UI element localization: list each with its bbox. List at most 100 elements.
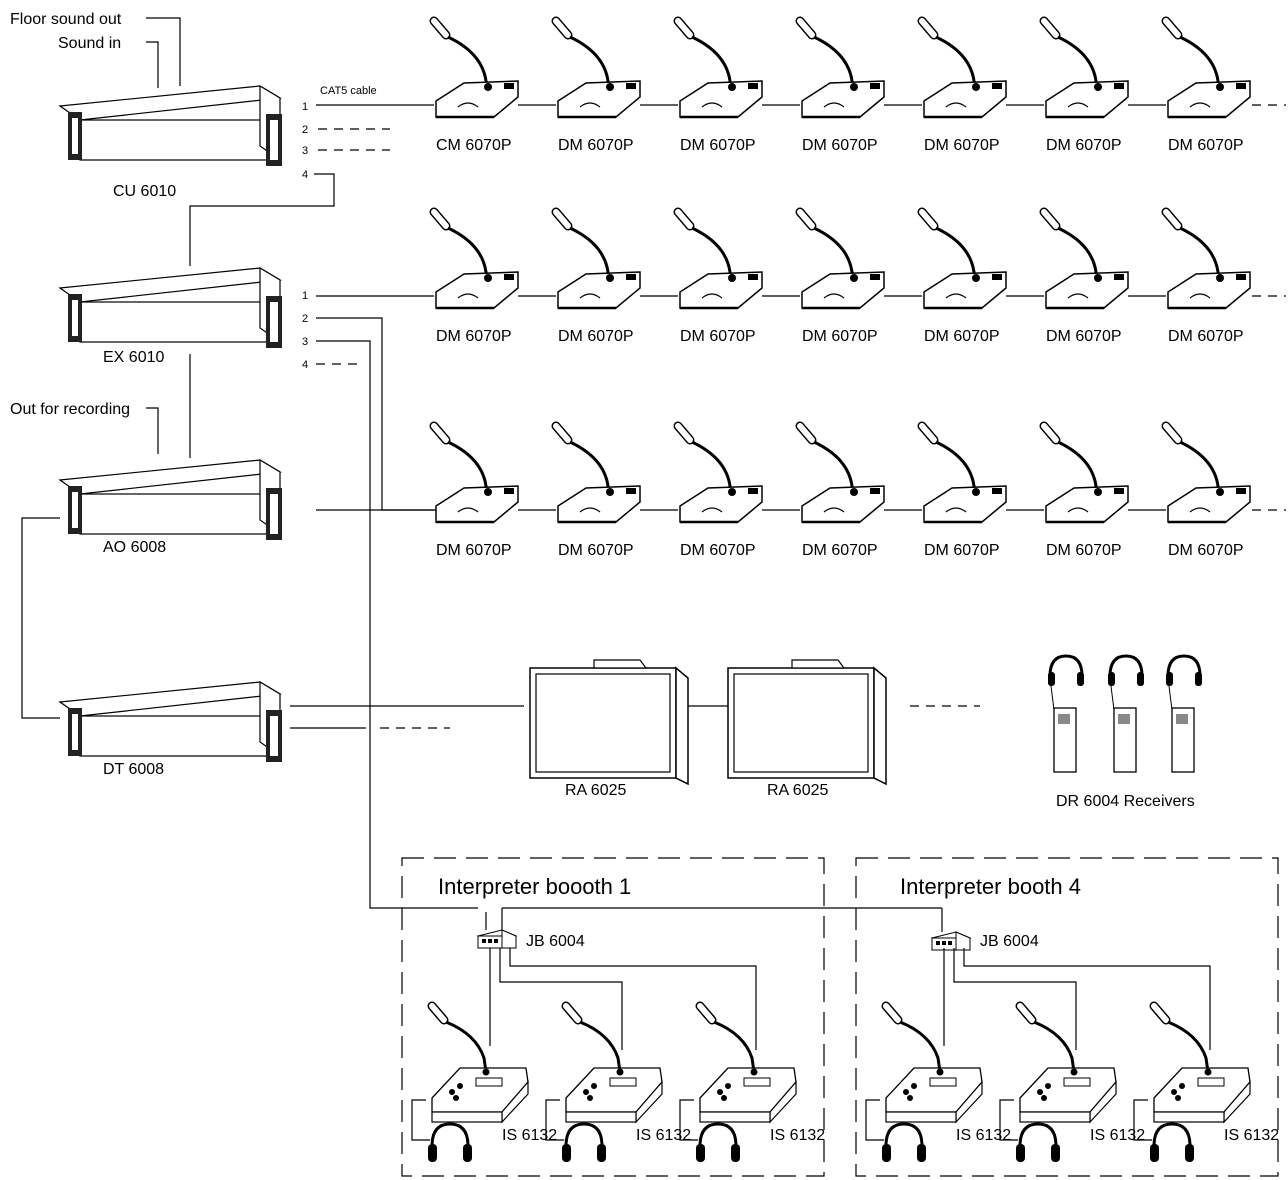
delegate-microphone-icon — [1166, 426, 1250, 522]
console-label: IS 6132 — [1224, 1127, 1279, 1144]
headphone-lead — [545, 1099, 564, 1141]
microphone-label: DM 6070P — [558, 137, 634, 154]
headphone-lead — [1133, 1099, 1152, 1141]
headphone-icon — [1148, 1122, 1196, 1164]
console-label: IS 6132 — [1090, 1127, 1145, 1144]
rack-unit-icon — [59, 459, 283, 541]
headphone-icon — [1014, 1122, 1062, 1164]
booth-title: Interpreter boooth 1 — [438, 874, 631, 899]
microphone-label: DM 6070P — [802, 137, 878, 154]
headphone-icon — [426, 1122, 474, 1164]
ir-radiator-icon — [727, 659, 887, 785]
microphone-label: DM 6070P — [436, 328, 512, 345]
floor-sound-out-label: Floor sound out — [10, 11, 122, 28]
microphone-label: DM 6070P — [1046, 542, 1122, 559]
console-feed-line — [499, 948, 623, 1050]
microphone-label: DM 6070P — [680, 328, 756, 345]
headphone-lead — [679, 1099, 698, 1141]
port-label: 2 — [302, 124, 308, 136]
delegate-microphone-icon — [1044, 426, 1128, 522]
ao-to-dt-link — [21, 517, 60, 719]
jb-label: JB 6004 — [980, 933, 1039, 950]
junction-box-icon — [931, 931, 971, 951]
radiator-label: RA 6025 — [565, 782, 626, 799]
microphone-label: DM 6070P — [1168, 137, 1244, 154]
delegate-microphone-icon — [922, 21, 1006, 117]
headphone-receiver-icon — [1106, 654, 1146, 774]
console-label: IS 6132 — [956, 1127, 1011, 1144]
rack-unit-icon — [59, 267, 283, 349]
interpreter-console-icon — [432, 1006, 528, 1122]
headphone-receiver-icon — [1164, 654, 1204, 774]
delegate-microphone-icon — [800, 21, 884, 117]
microphone-label: DM 6070P — [1168, 542, 1244, 559]
console-label: IS 6132 — [770, 1127, 825, 1144]
delegate-microphone-icon — [1166, 212, 1250, 308]
delegate-microphone-icon — [922, 212, 1006, 308]
out-for-recording-label: Out for recording — [10, 401, 130, 418]
headphone-lead — [411, 1099, 430, 1141]
port-label: 1 — [302, 101, 308, 113]
cu-unit-label: CU 6010 — [113, 183, 176, 200]
booth-title: Interpreter booth 4 — [900, 874, 1081, 899]
junction-box-icon — [477, 929, 517, 949]
ex-port3-to-booths — [316, 340, 478, 909]
port-label: 3 — [302, 336, 308, 348]
delegate-microphone-icon — [1044, 212, 1128, 308]
delegate-microphone-icon — [434, 426, 518, 522]
interpreter-booth-1 — [401, 857, 825, 1177]
interpreter-console-icon — [700, 1006, 796, 1122]
microphone-label: DM 6070P — [1168, 328, 1244, 345]
microphone-label: DM 6070P — [436, 542, 512, 559]
microphone-label: DM 6070P — [802, 328, 878, 345]
console-feed-line — [953, 948, 1077, 1050]
headphone-receiver-icon — [1046, 654, 1086, 774]
headphone-lead — [865, 1099, 884, 1141]
interpreter-console-icon — [886, 1006, 982, 1122]
port-label: 4 — [302, 169, 308, 181]
interpreter-console-icon — [1154, 1006, 1250, 1122]
radiator-label: RA 6025 — [767, 782, 828, 799]
headphone-icon — [880, 1122, 928, 1164]
delegate-microphone-icon — [434, 212, 518, 308]
port-label: 1 — [302, 290, 308, 302]
port-label: 4 — [302, 359, 308, 371]
port-label: 2 — [302, 313, 308, 325]
floor-sound-out-lead — [146, 17, 181, 86]
interpreter-console-icon — [566, 1006, 662, 1122]
ir-radiator-icon — [529, 659, 689, 785]
console-label: IS 6132 — [502, 1127, 557, 1144]
microphone-label: DM 6070P — [558, 328, 634, 345]
delegate-microphone-icon — [922, 426, 1006, 522]
port-label: 3 — [302, 145, 308, 157]
delegate-microphone-icon — [1166, 21, 1250, 117]
delegate-microphone-icon — [678, 212, 762, 308]
dt-unit-label: DT 6008 — [103, 761, 164, 778]
delegate-microphone-icon — [800, 426, 884, 522]
sound-in-lead — [146, 41, 159, 88]
microphone-label: DM 6070P — [1046, 328, 1122, 345]
delegate-microphone-icon — [556, 426, 640, 522]
console-feed-line — [963, 948, 1211, 1050]
microphone-label: DM 6070P — [1046, 137, 1122, 154]
headphone-icon — [560, 1122, 608, 1164]
ex-unit-label: EX 6010 — [103, 349, 164, 366]
microphone-label: DM 6070P — [680, 542, 756, 559]
microphone-label: DM 6070P — [558, 542, 634, 559]
jb-label: JB 6004 — [526, 933, 585, 950]
delegate-microphone-icon — [556, 21, 640, 117]
sound-in-label: Sound in — [58, 35, 121, 52]
ex-port2-to-row3 — [316, 317, 436, 511]
interpreter-console-icon — [1020, 1006, 1116, 1122]
microphone-label: DM 6070P — [924, 137, 1000, 154]
delegate-microphone-icon — [800, 212, 884, 308]
cu-to-ex-link — [189, 173, 335, 266]
delegate-microphone-icon — [678, 426, 762, 522]
delegate-microphone-icon — [556, 212, 640, 308]
delegate-microphone-icon — [1044, 21, 1128, 117]
microphone-label: DM 6070P — [802, 542, 878, 559]
headphone-lead — [999, 1099, 1018, 1141]
rack-unit-icon — [59, 681, 283, 763]
